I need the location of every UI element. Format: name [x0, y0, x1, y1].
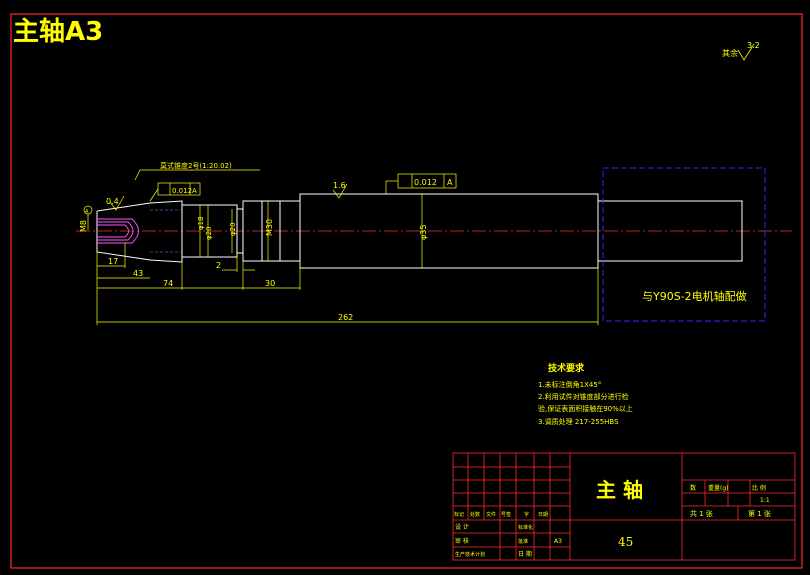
material: 45 [618, 535, 633, 549]
tech-req-title: 技术要求 [548, 362, 585, 374]
dim-2: 2 [216, 261, 221, 270]
tech-req-item-1: 1.未标注倒角1X45° [538, 380, 601, 389]
dimension-lines [83, 169, 599, 325]
rev-header-6: 日期 [538, 512, 548, 518]
tolerance-left-value: 0.012 [172, 187, 192, 195]
tech-req-item-3: 验,保证表面积接触在90%以上 [538, 404, 633, 413]
rev-header-2: 处数 [470, 511, 480, 518]
dimension-texts: 莫式锥度2号(1:20.02) 0.012 A 0.012 A 0.4 1.6 … [79, 161, 747, 322]
tech-req-item-4: 3.调质处理 217-255HBS [538, 417, 619, 426]
page-title: 主轴A3 [13, 17, 103, 47]
roughness-mid: 1.6 [333, 181, 346, 190]
datum-mark: A [85, 209, 89, 215]
rev-header-5: 字 [524, 511, 529, 518]
tolerance-left-datum: A [192, 187, 197, 195]
dim-30: 30 [265, 279, 275, 288]
rev-header-1: 标记 [454, 511, 464, 518]
dia-thread: M8 [79, 220, 88, 232]
sheet-border [10, 13, 803, 569]
tech-requirements: 技术要求 1.未标注倒角1X45° 2.利用试件对锥度部分进行检 验,保证表面积… [538, 362, 633, 426]
dia-small: φ20 [229, 222, 237, 236]
rev-header-3: 文件 [486, 511, 496, 518]
scale-label: 比 例 [752, 484, 766, 492]
dim-43: 43 [133, 269, 143, 278]
dia-m30: M30 [265, 219, 274, 236]
part-name: 主 轴 [596, 478, 643, 502]
weight-label: 重量(g) [708, 484, 729, 492]
date-label: 日 期 [518, 550, 532, 558]
dim-17: 17 [108, 257, 118, 266]
rev-header-4: 号签 [501, 511, 511, 518]
dim-74: 74 [163, 279, 173, 288]
craft-label: 生产技术计划 [455, 551, 485, 558]
roughness-left: 0.4 [106, 197, 119, 206]
roughness-symbol-icon [737, 43, 755, 61]
tech-req-item-2: 2.利用试件对锥度部分进行检 [538, 392, 629, 401]
dim-262: 262 [338, 313, 353, 322]
dia-main: φ35 [419, 225, 428, 240]
morse-taper-label: 莫式锥度2号(1:20.02) [160, 161, 232, 170]
std-label: 标准化 [518, 524, 533, 531]
motor-fit-note: 与Y90S-2电机轴配做 [642, 289, 747, 303]
surface-note-label: 其余 [722, 48, 738, 58]
quantity-label: 数 [690, 484, 696, 492]
title-block-texts: 主 轴 45 数 重量(g) 比 例 1:1 共 1 张 第 1 张 标记 处数… [454, 478, 771, 558]
checker-label: 审 核 [455, 537, 469, 545]
sheet-number: 第 1 张 [748, 509, 771, 518]
approve-label: 批准 [518, 538, 528, 545]
motor-fit-region [602, 167, 766, 322]
title-block [452, 452, 796, 561]
scale-value: 1:1 [760, 497, 770, 504]
dia-taper-big: φ18 [197, 216, 205, 230]
thread-hole [97, 218, 139, 244]
dia-taper-small: φ20 [205, 226, 213, 240]
tolerance-right-datum: A [447, 178, 453, 187]
format-label: A3 [554, 538, 562, 545]
hidden-lines [150, 209, 182, 253]
tolerance-right-value: 0.012 [414, 178, 437, 187]
sheets-total: 共 1 张 [690, 509, 713, 518]
designer-label: 设 计 [455, 523, 469, 531]
